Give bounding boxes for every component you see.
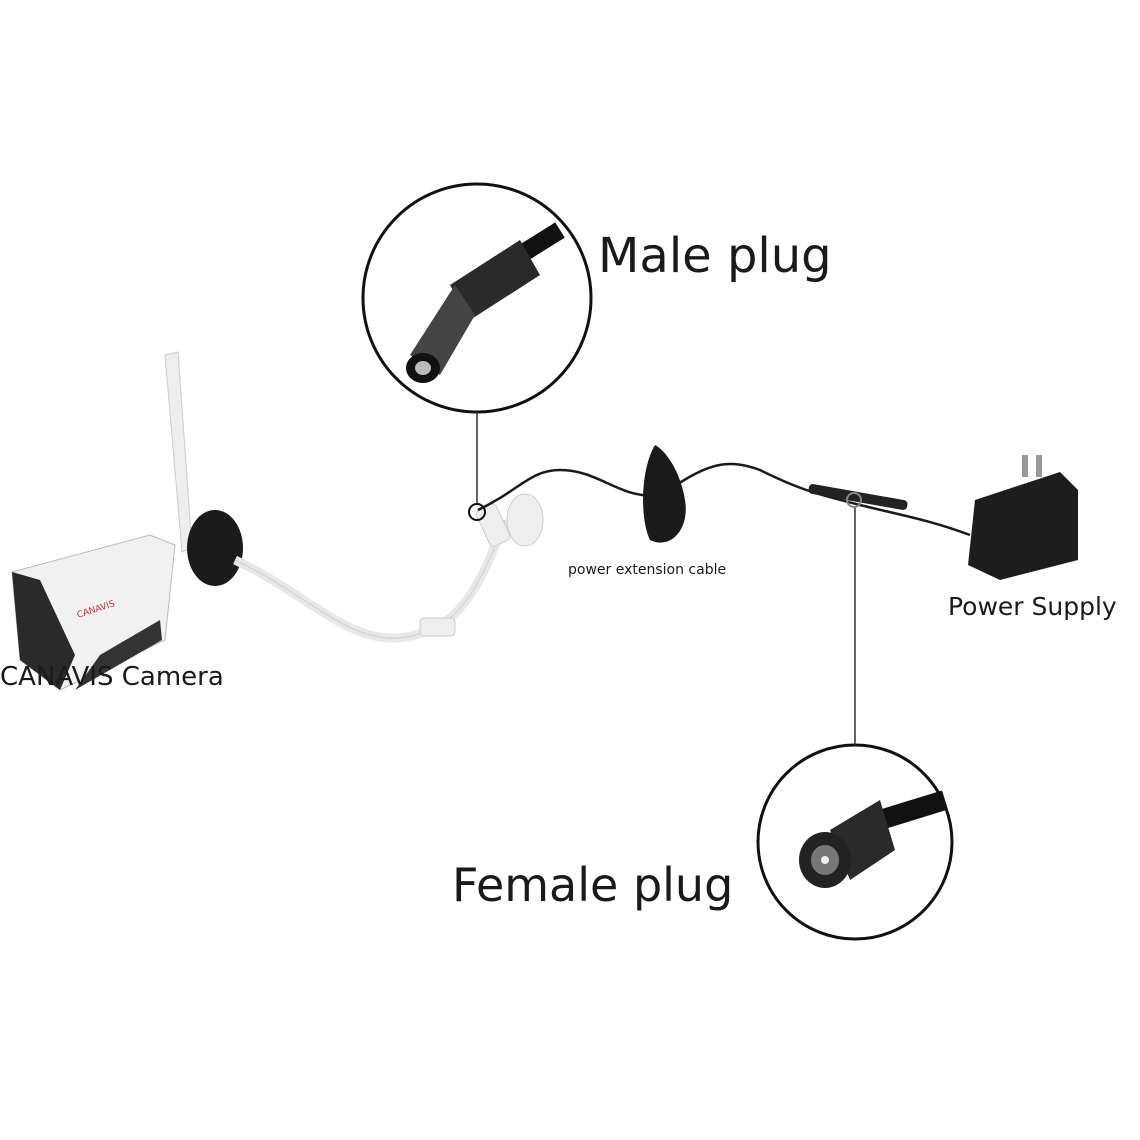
camera-label: CANAVIS Camera [0,662,224,692]
female-plug-callout [756,492,954,941]
male-plug-callout [361,182,593,521]
camera-image: CANAVIS [11,351,544,691]
extension-cable-label: power extension cable [568,562,727,578]
power-supply-label: Power Supply [948,592,1117,621]
female-plug-label: Female plug [452,858,734,912]
male-plug-label: Male plug [598,228,832,284]
extension-cable [477,445,971,543]
power-supply-image [968,455,1078,580]
